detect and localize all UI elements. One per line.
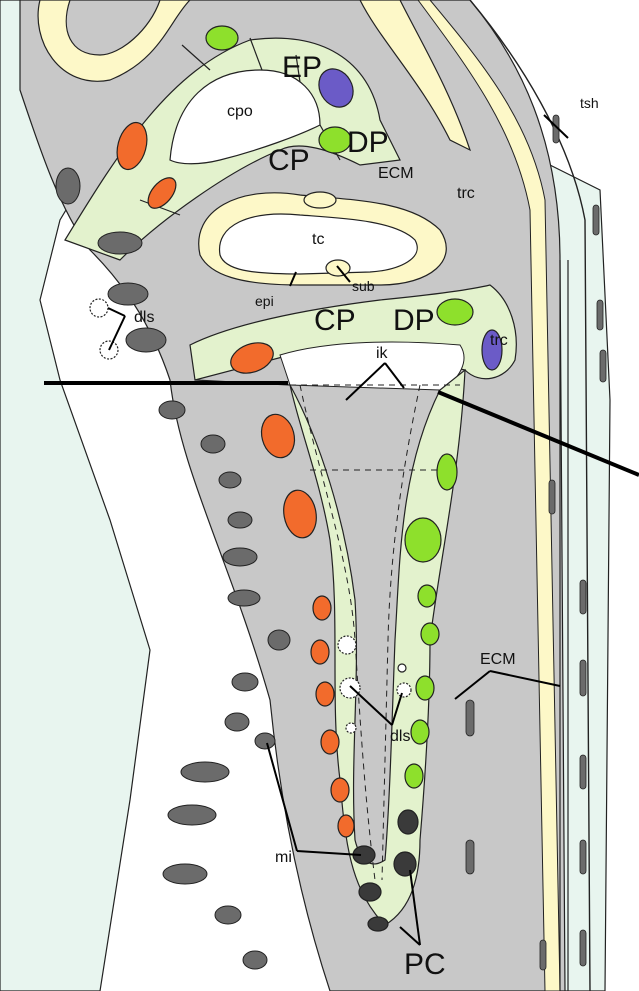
label-dls-mid: dls	[390, 728, 410, 745]
label-tc: tc	[312, 231, 324, 248]
label-epi: epi	[255, 293, 274, 309]
label-trc-top: trc	[457, 185, 475, 202]
label-tsh: tsh	[580, 95, 599, 111]
label-ecm-top: ECM	[378, 165, 414, 182]
label-pc: PC	[404, 948, 446, 981]
label-dls-left: dls	[134, 309, 154, 326]
label-ik: ik	[376, 345, 389, 362]
label-dp-mid: DP	[393, 304, 435, 337]
label-cp-mid: CP	[314, 304, 356, 337]
label-cp-top: CP	[268, 144, 310, 177]
label-ep: EP	[282, 51, 322, 84]
label-ecm-mid: ECM	[480, 651, 516, 668]
label-sub: sub	[352, 278, 375, 294]
label-mi: mi	[275, 849, 292, 866]
label-cpo: cpo	[227, 103, 253, 120]
label-dp-top: DP	[347, 126, 389, 159]
label-trc-mid: trc	[490, 332, 508, 349]
